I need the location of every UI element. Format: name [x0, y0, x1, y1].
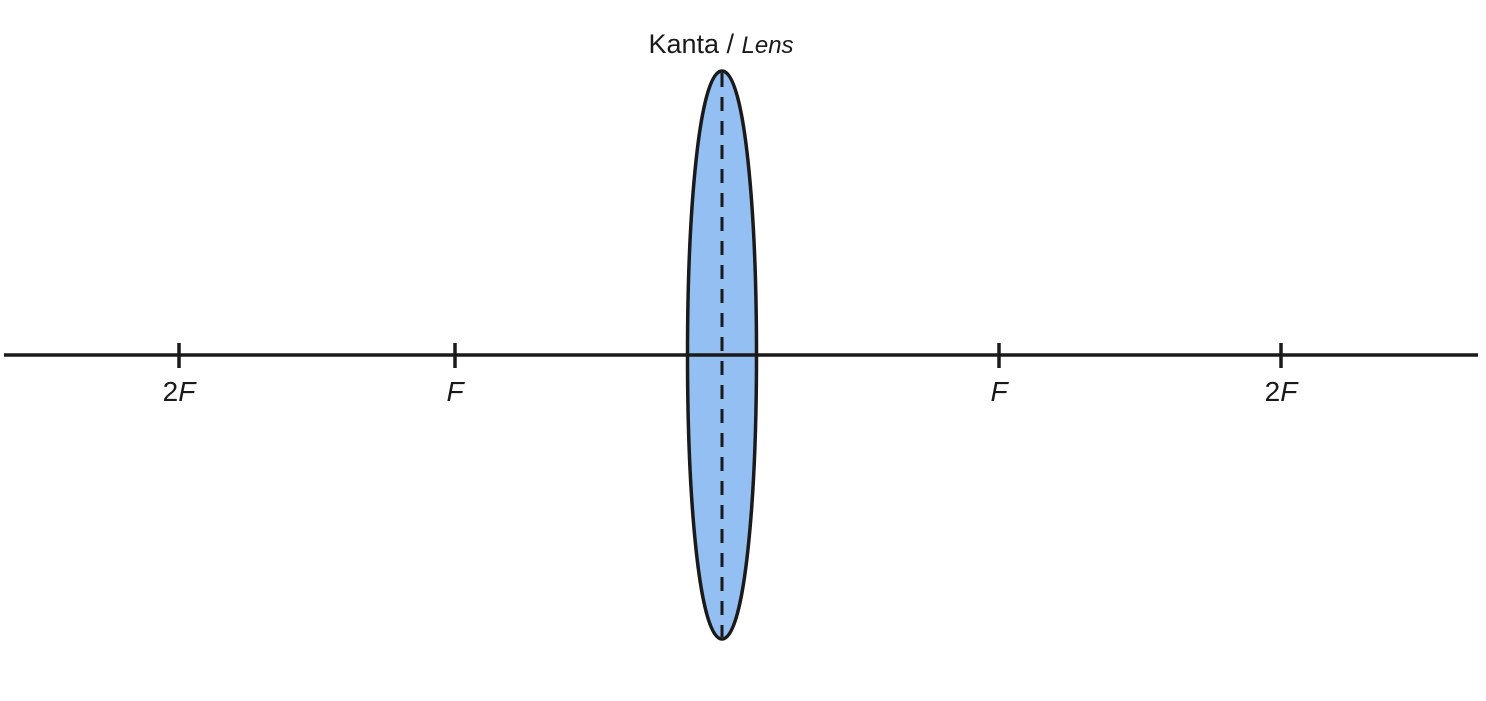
- label-2f-left: 2F: [139, 376, 219, 408]
- lens-title-translation: Lens: [742, 32, 794, 59]
- label-2f-right: 2F: [1241, 376, 1321, 408]
- label-f-right: F: [959, 376, 1039, 408]
- lens-title: Kanta / Lens: [0, 29, 1442, 60]
- lens-title-separator: /: [719, 29, 742, 59]
- label-f-left: F: [415, 376, 495, 408]
- lens-title-main: Kanta: [648, 29, 719, 59]
